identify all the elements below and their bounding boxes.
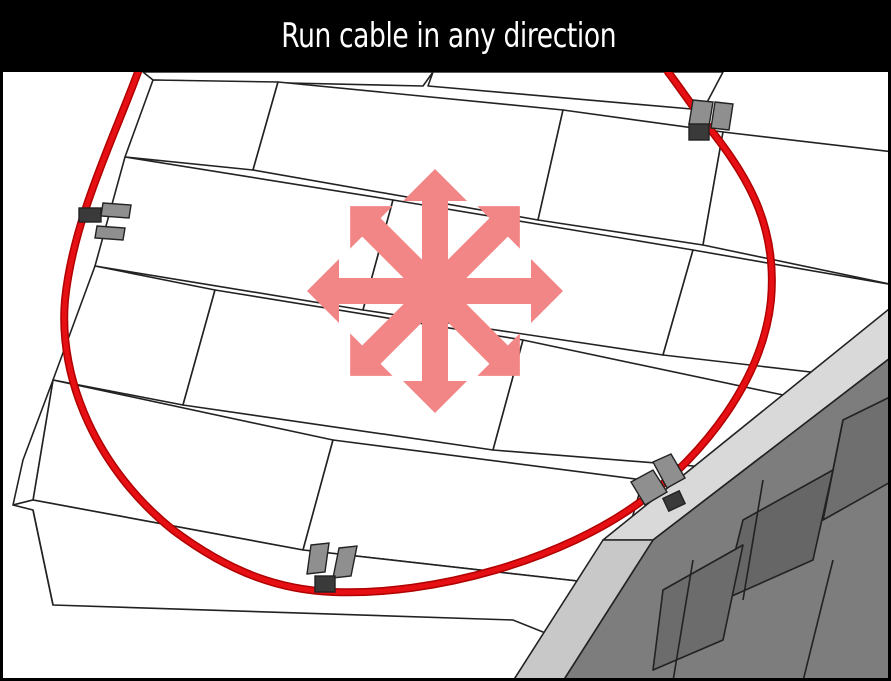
- title-bar: Run cable in any direction: [3, 0, 888, 72]
- shingle: [124, 79, 279, 171]
- multi-direction-arrows-icon: [307, 169, 563, 413]
- roof-illustration: [12, 68, 888, 678]
- heat-cable: [60, 68, 776, 597]
- page-title: Run cable in any direction: [281, 16, 616, 56]
- cable-clip-icon: [630, 453, 687, 513]
- ridge: [513, 308, 888, 678]
- cable-clip-icon: [688, 99, 734, 141]
- cable-clip-icon: [78, 202, 132, 241]
- shingle: [702, 131, 888, 285]
- cable-clip-icon: [306, 542, 358, 593]
